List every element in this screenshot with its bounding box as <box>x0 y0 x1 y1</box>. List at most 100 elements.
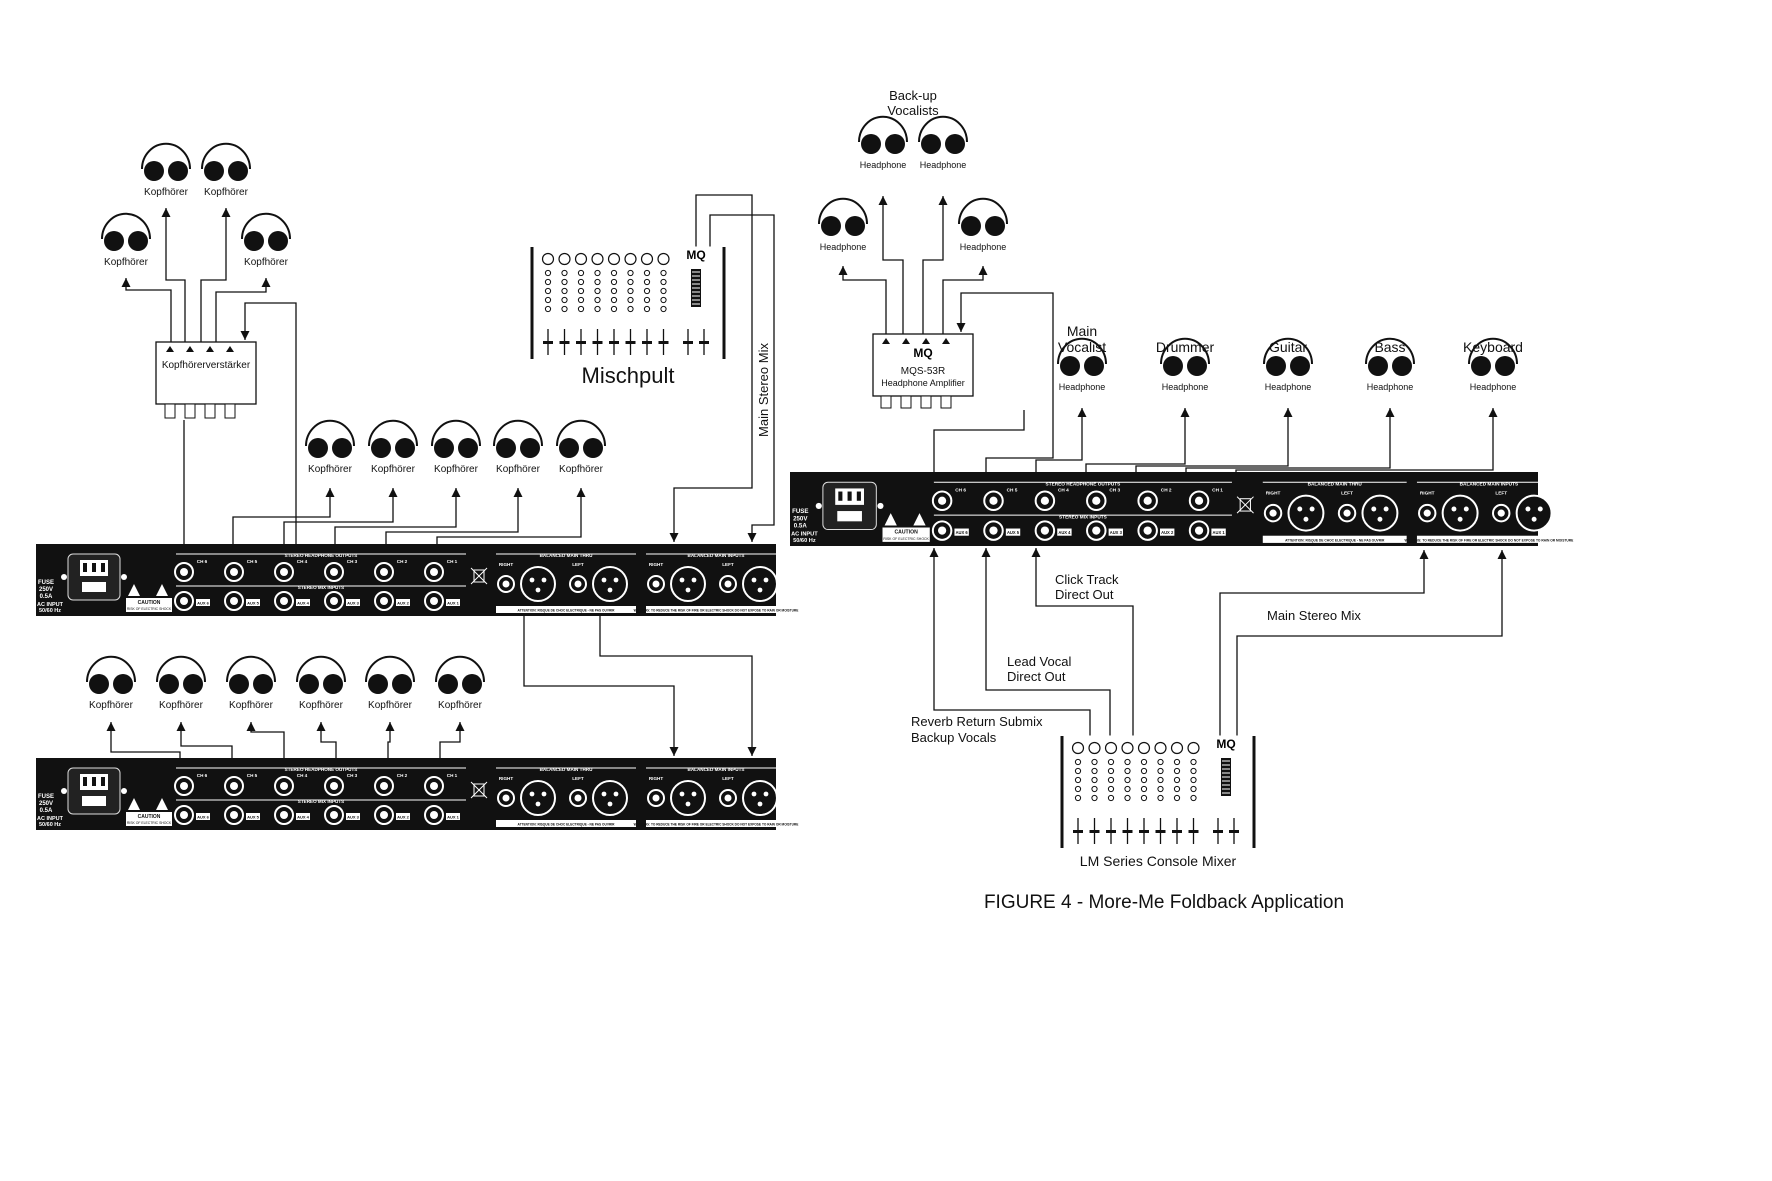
right-earcup <box>128 231 148 251</box>
aux-label: AUX 4 <box>1058 530 1071 535</box>
left-earcup <box>821 216 841 236</box>
xlr-pin <box>535 801 541 807</box>
gain-knob <box>1071 741 1085 755</box>
eq-knob <box>561 287 568 295</box>
amp-jack <box>164 403 176 419</box>
eq-knob <box>610 269 618 277</box>
jack-hole <box>380 597 388 605</box>
headphone-backup-1: Headphone <box>918 115 968 170</box>
fuse-label: 250V <box>793 515 808 522</box>
aux-tag <box>296 813 310 820</box>
eq-knob <box>643 287 651 295</box>
eq-knob <box>1124 776 1131 784</box>
xlr-connector <box>1515 494 1553 532</box>
lead-vocal-label: Lead Vocal <box>1007 654 1071 669</box>
jack-hole <box>380 568 388 576</box>
wire-ch-hp <box>232 488 335 548</box>
xlr-pin <box>751 577 757 583</box>
fuse-label: FUSE <box>38 580 54 586</box>
eq-knob <box>561 305 568 313</box>
jack-hole <box>430 568 438 576</box>
aux-tag <box>346 813 360 820</box>
headphone-label: Kopfhörer <box>244 257 289 268</box>
warning-text: ATTENTION: RISQUE DE CHOC ELECTRIQUE - N… <box>518 609 616 613</box>
eq-knob <box>1107 776 1115 784</box>
xlr-connector <box>592 566 628 602</box>
section-title: STEREO HEADPHONE OUTPUTS <box>285 767 358 772</box>
left-earcup <box>1368 356 1388 376</box>
main-inputs-title: BALANCED MAIN INPUTS <box>688 553 745 558</box>
fader-cap <box>1213 830 1223 833</box>
fuse-label: 0.5A <box>794 523 808 530</box>
section-title: STEREO MIX INPUTS <box>1059 514 1107 520</box>
xlr-pin <box>541 577 547 583</box>
headband-arc <box>156 655 206 683</box>
eq-knob <box>594 296 601 304</box>
jack-hole <box>938 496 947 505</box>
headphone-label: Headphone <box>1162 382 1209 392</box>
mixer-label: Mischpult <box>582 363 675 388</box>
xlr-pin <box>607 587 613 593</box>
jack-hole <box>1269 509 1277 517</box>
left-earcup <box>299 674 319 694</box>
left-label: LEFT <box>1495 491 1507 497</box>
jack-hole <box>180 811 188 819</box>
eq-knob <box>1107 767 1115 775</box>
headband-arc <box>241 212 291 240</box>
wire-thru <box>523 616 679 756</box>
eq-knob <box>544 287 552 295</box>
eq-knob <box>660 269 667 277</box>
weee-bin-icon <box>473 569 485 583</box>
left-earcup <box>308 438 328 458</box>
headphone-left-mid-0: Kopfhörer <box>305 419 355 475</box>
wire-amp-hp <box>215 278 271 342</box>
wire-ch-hp <box>246 722 285 762</box>
right-label: RIGHT <box>1420 491 1435 497</box>
headphone-backup-2: Headphone <box>818 197 868 252</box>
eq-knob <box>544 305 552 313</box>
eq-knob <box>627 305 634 313</box>
xlr-pin <box>529 791 535 797</box>
eq-knob <box>577 269 585 277</box>
channel-label: CH 2 <box>397 559 408 564</box>
section-title: STEREO HEADPHONE OUTPUTS <box>1046 481 1121 487</box>
wire-rack-amp <box>956 292 1054 476</box>
channel-label: CH 4 <box>297 559 308 564</box>
gain-knob <box>640 252 654 266</box>
weee-bin-icon <box>473 783 485 797</box>
headphone-label: Kopfhörer <box>559 464 604 475</box>
aux-tag <box>296 599 310 606</box>
eq-knob <box>1173 794 1181 802</box>
amp-jack <box>920 395 932 409</box>
xlr-pin <box>1537 506 1543 512</box>
jack-hole <box>1194 496 1204 505</box>
headphone-left-mid-1: Kopfhörer <box>368 419 418 475</box>
eq-knob <box>1074 785 1082 793</box>
eq-knob <box>610 296 618 304</box>
headphone-label: Kopfhörer <box>299 700 344 711</box>
headphone-left-bot-5: Kopfhörer <box>435 655 485 711</box>
gain-knob <box>1170 741 1184 755</box>
xlr-pin <box>607 801 613 807</box>
headband-arc <box>141 142 191 170</box>
right-label: RIGHT <box>1266 491 1281 497</box>
eq-knob <box>544 296 552 304</box>
xlr-pin <box>691 577 697 583</box>
headband-arc <box>365 655 415 683</box>
aux-tag <box>1160 528 1175 536</box>
channel-label: CH 3 <box>1109 488 1120 494</box>
eq-knob <box>1091 758 1098 766</box>
fader-cap <box>543 341 553 344</box>
aux-tag <box>1057 528 1072 536</box>
headphone-left-bot-3: Kopfhörer <box>296 655 346 711</box>
headphone-backup-3: Headphone <box>958 197 1008 252</box>
xlr-pin <box>1525 506 1531 512</box>
eq-knob <box>1107 785 1115 793</box>
right-earcup <box>332 438 352 458</box>
warning-triangle-icon <box>128 584 140 596</box>
headphone-musician-2: Headphone <box>1263 337 1313 392</box>
headphone-left-top-3: Kopfhörer <box>241 212 291 268</box>
